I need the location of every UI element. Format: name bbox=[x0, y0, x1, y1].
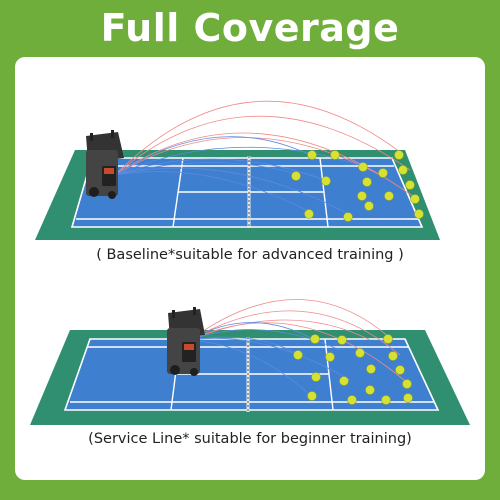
tennis-balls bbox=[291, 150, 424, 222]
page-title: Full Coverage bbox=[100, 6, 400, 50]
service-line-caption: (Service Line* suitable for beginner tra… bbox=[88, 431, 412, 447]
tennis-balls bbox=[293, 334, 413, 405]
ball-machine bbox=[86, 130, 124, 199]
court-lines bbox=[76, 157, 418, 228]
ball-machine bbox=[167, 307, 205, 376]
baseline-caption: ( Baseline*suitable for advanced trainin… bbox=[96, 247, 404, 263]
ball-trajectories bbox=[114, 100, 419, 216]
